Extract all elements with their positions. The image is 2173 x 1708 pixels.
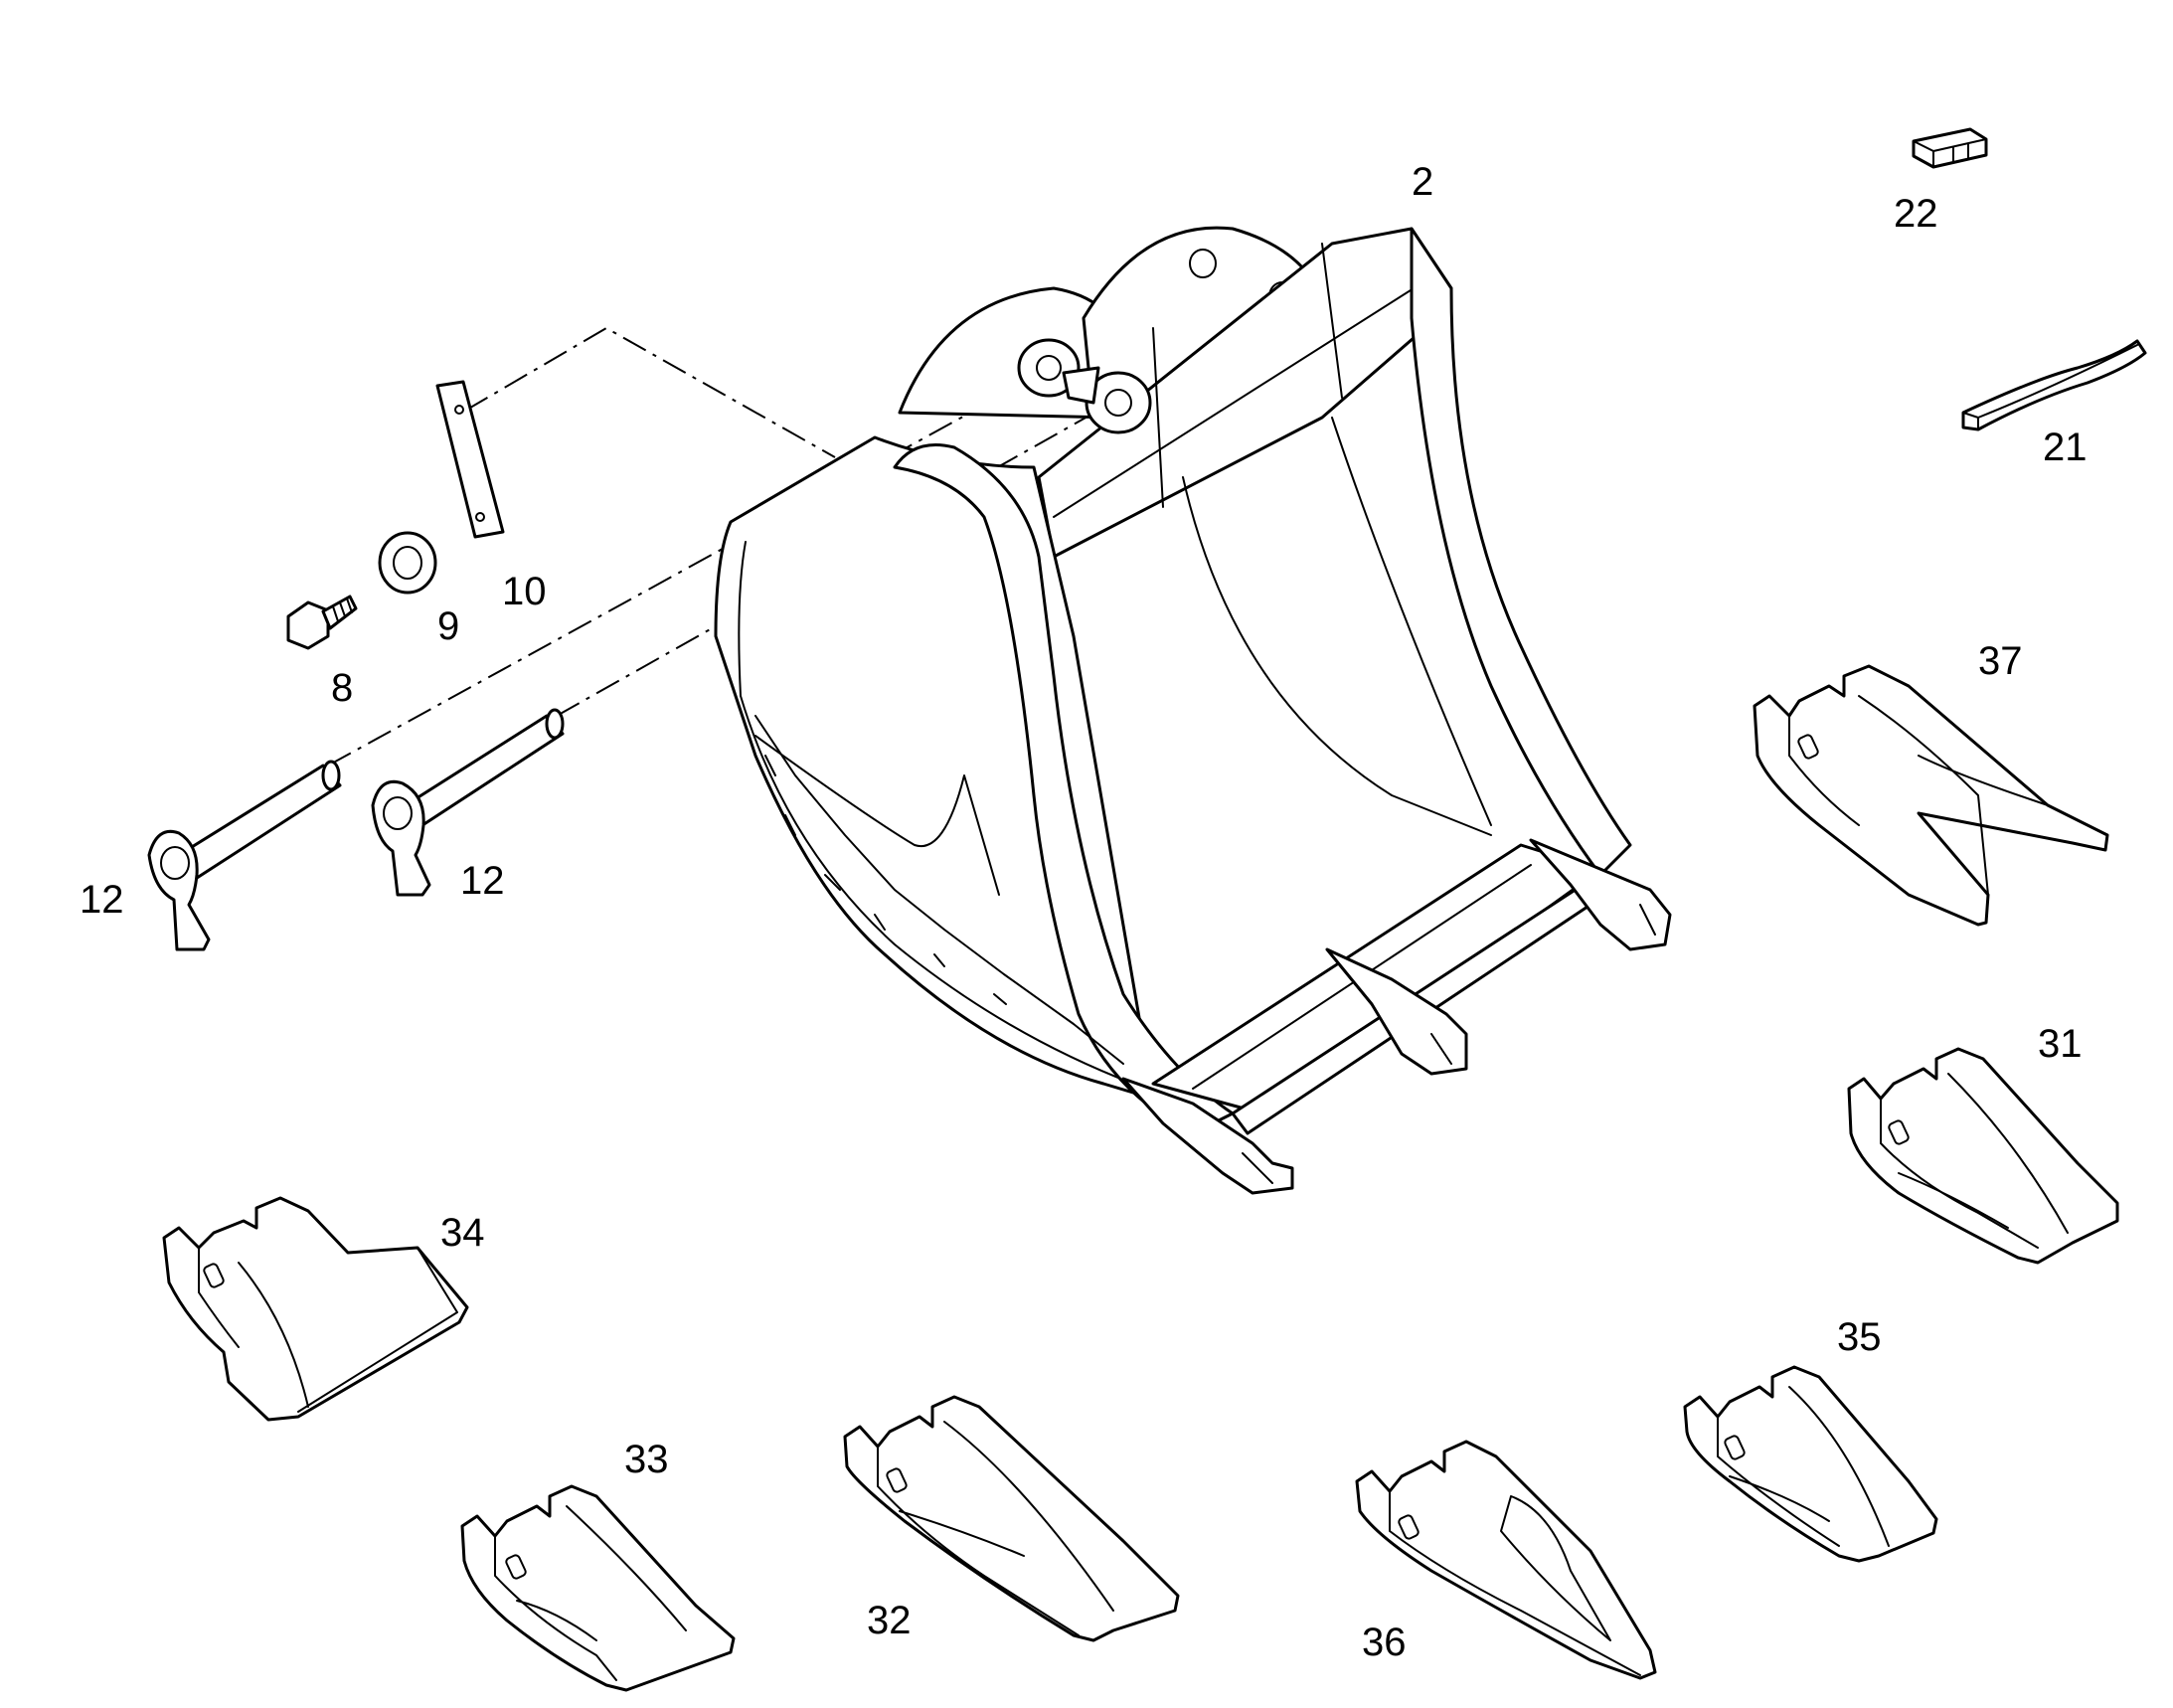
bucket [714,226,1672,1195]
assembly-lines [327,326,1104,767]
tooth-34 [162,1196,469,1422]
callout-36: 36 [1362,1621,1407,1664]
callout-12-left: 12 [80,878,124,922]
tooth-31 [1847,1047,2119,1265]
callout-21: 21 [2043,426,2088,469]
pin-left [147,760,342,951]
pin-right [371,708,565,897]
callout-8: 8 [331,666,354,710]
callout-35: 35 [1837,1315,1882,1359]
wear-strip [1961,339,2147,431]
callout-34: 34 [440,1211,485,1255]
tooth-32 [843,1395,1180,1642]
plate [435,380,505,539]
callout-10: 10 [502,570,547,613]
callout-33: 33 [624,1438,669,1481]
callout-22: 22 [1894,192,1938,236]
callout-32: 32 [867,1599,912,1642]
callout-9: 9 [437,604,460,648]
callout-31: 31 [2038,1022,2083,1066]
tooth-35 [1683,1365,1938,1563]
bolt [286,595,358,650]
washer [378,531,437,595]
callout-12-right: 12 [460,859,505,903]
callout-37: 37 [1978,639,2023,683]
tooth-36 [1355,1440,1657,1680]
callout-2: 2 [1412,160,1434,204]
tooth-33 [460,1484,736,1692]
block [1912,127,1988,169]
tooth-37 [1753,664,2109,927]
